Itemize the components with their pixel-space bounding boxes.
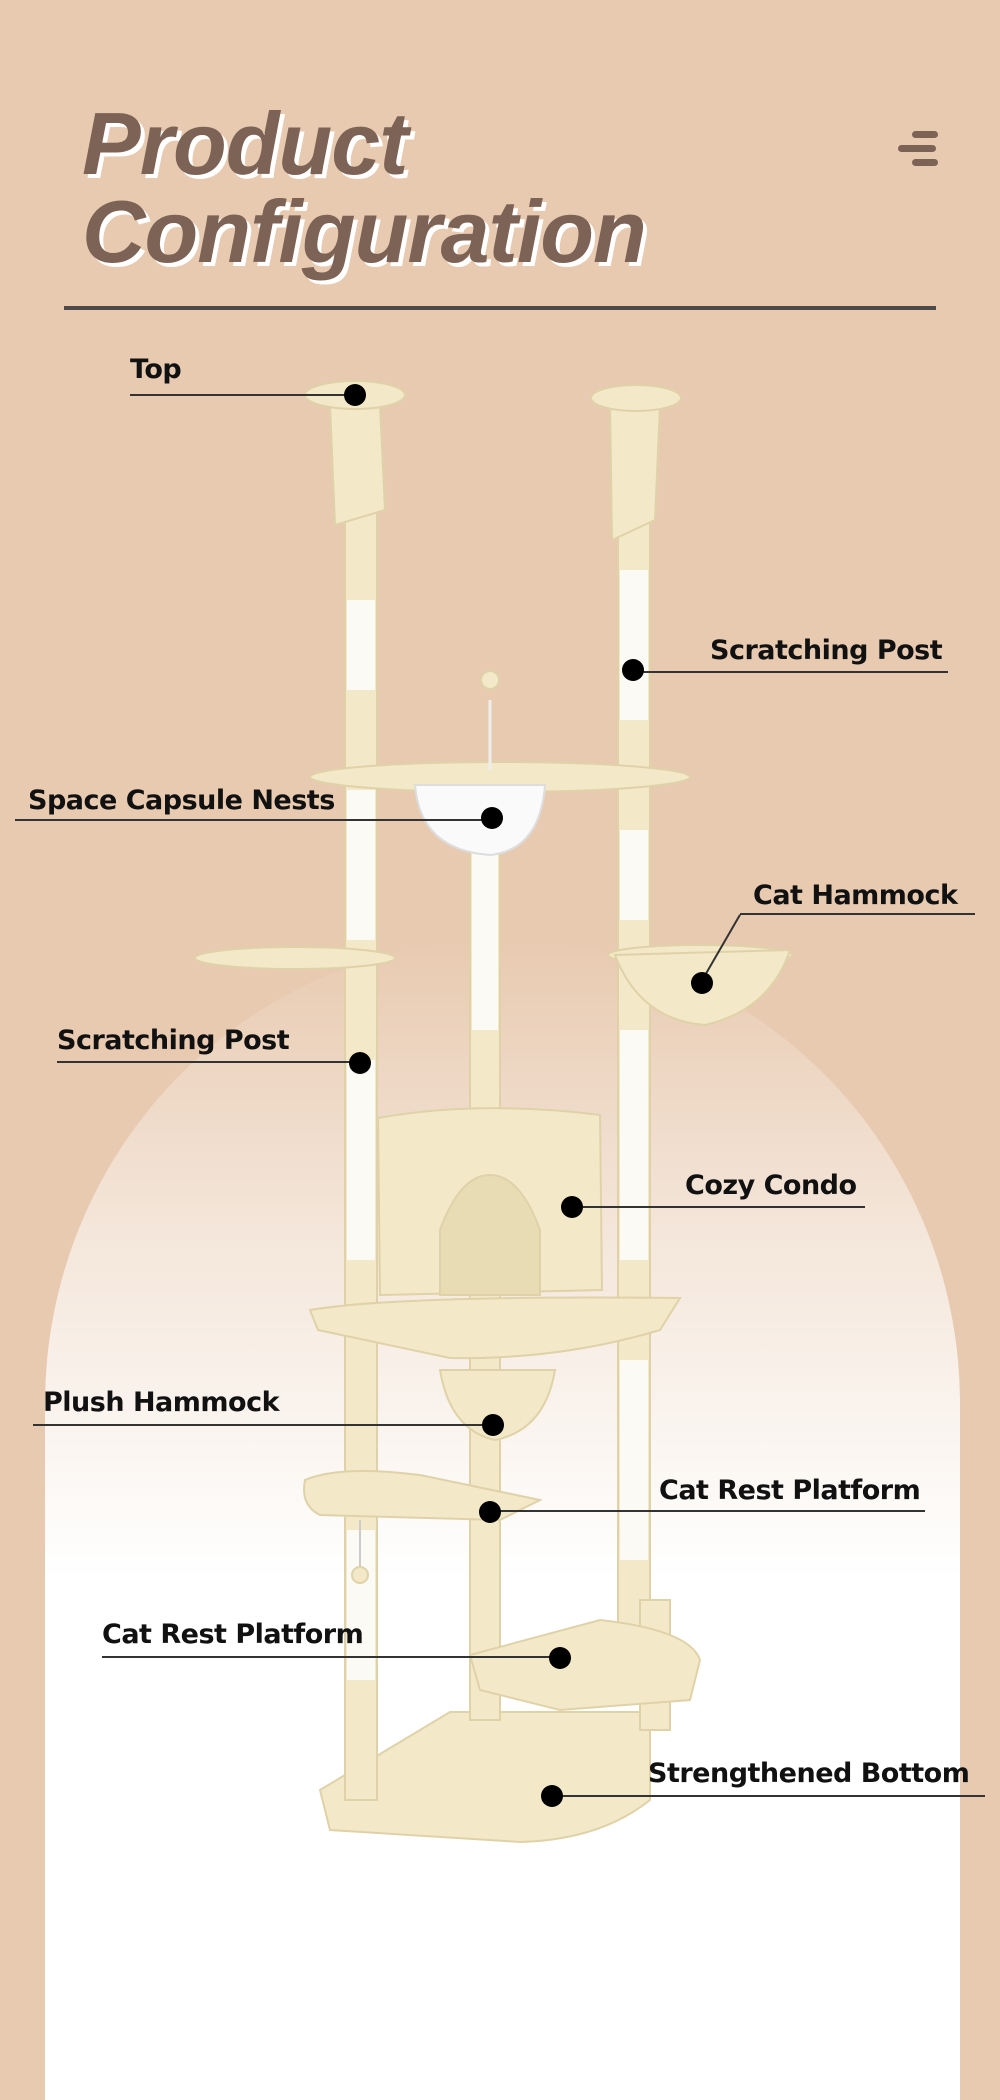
marker-dot: [622, 659, 644, 681]
label-plush-hammock: Plush Hammock: [43, 1387, 280, 1418]
leader-line: [572, 1206, 865, 1208]
marker-dot: [344, 384, 366, 406]
title-divider: [64, 306, 936, 310]
marker-dot: [549, 1647, 571, 1669]
label-strengthened-bottom: Strengthened Bottom: [648, 1758, 970, 1789]
page-title-line2: Configuration: [82, 182, 647, 281]
leader-line: [15, 819, 492, 821]
leader-line: [33, 1424, 493, 1426]
label-cat-rest-platform-upper: Cat Rest Platform: [659, 1475, 921, 1506]
label-cat-rest-platform-lower: Cat Rest Platform: [102, 1619, 364, 1650]
marker-dot: [481, 807, 503, 829]
leader-line: [633, 671, 948, 673]
label-scratching-post-right: Scratching Post: [710, 635, 943, 666]
label-scratching-post-left: Scratching Post: [57, 1025, 290, 1056]
label-cat-hammock: Cat Hammock: [753, 880, 958, 911]
label-top: Top: [130, 354, 182, 385]
leader-line: [740, 913, 975, 915]
hamburger-menu-icon[interactable]: [898, 131, 938, 173]
leader-line: [130, 394, 355, 396]
marker-dot: [561, 1196, 583, 1218]
marker-dot: [479, 1501, 501, 1523]
leader-line: [57, 1061, 360, 1063]
leader-line: [102, 1656, 560, 1658]
marker-dot: [691, 972, 713, 994]
marker-dot: [482, 1414, 504, 1436]
marker-dot: [349, 1052, 371, 1074]
label-cozy-condo: Cozy Condo: [685, 1170, 857, 1201]
leader-line: [552, 1795, 985, 1797]
label-space-capsule-nests: Space Capsule Nests: [28, 785, 335, 816]
leader-line: [490, 1510, 925, 1512]
cat-tree-illustration: [194, 380, 793, 1844]
page-title-line1: Product: [82, 94, 408, 193]
marker-dot: [541, 1785, 563, 1807]
